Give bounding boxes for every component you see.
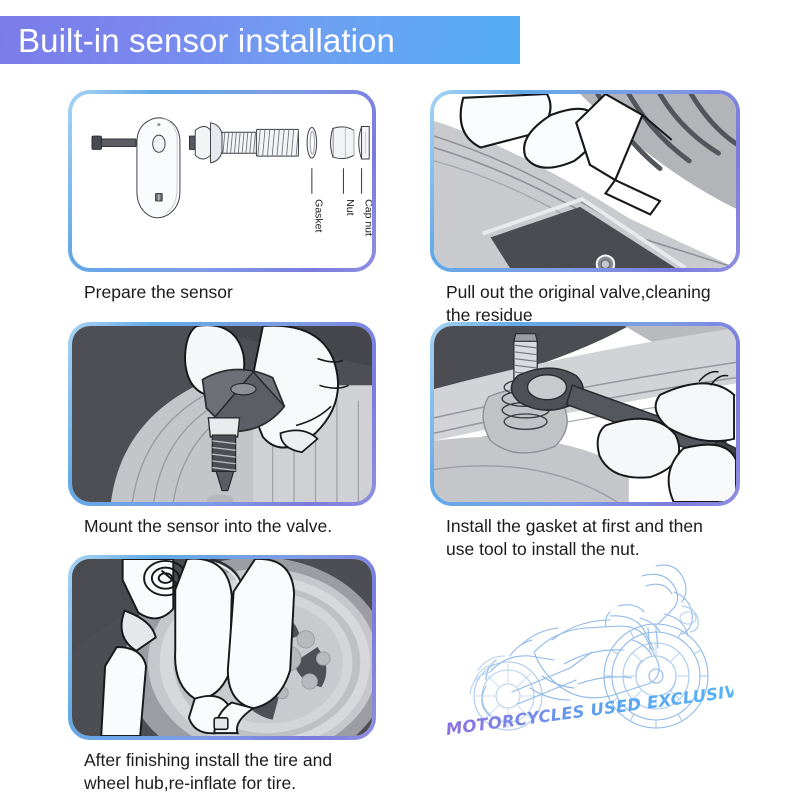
step-2-image-panel bbox=[430, 90, 740, 272]
hand-mounting-sensor-illustration bbox=[72, 326, 372, 502]
step-1-image-panel: Gasket Nut Cap nut bbox=[68, 90, 376, 272]
part-label-nut: Nut bbox=[344, 199, 356, 215]
motorcycle-promo: MOTORCYCLES USED EXCLUSIVELY bbox=[440, 552, 770, 782]
wrench-tightening-nut-illustration bbox=[434, 326, 736, 502]
step-3-image-panel bbox=[68, 322, 376, 506]
step-5-caption: After finishing install the tire and whe… bbox=[84, 750, 333, 794]
tire-valve-removal-illustration bbox=[434, 94, 736, 268]
motorcycle-line-sketch bbox=[469, 564, 709, 731]
step-1-caption: Prepare the sensor bbox=[84, 282, 233, 302]
step-2-caption: Pull out the original valve,cleaning the… bbox=[446, 282, 711, 326]
part-label-gasket: Gasket bbox=[313, 199, 325, 232]
step-1: Gasket Nut Cap nut Prepare the sensor bbox=[68, 90, 378, 304]
step-3: Mount the sensor into the valve. bbox=[68, 322, 378, 538]
exploded-sensor-parts-diagram: Gasket Nut Cap nut bbox=[91, 117, 372, 236]
reinflating-tire-illustration bbox=[72, 559, 372, 736]
step-5: After finishing install the tire and whe… bbox=[68, 555, 378, 795]
page-title: Built-in sensor installation bbox=[18, 21, 395, 59]
page-title-banner: Built-in sensor installation bbox=[0, 16, 520, 64]
part-label-cap-nut: Cap nut bbox=[362, 199, 372, 236]
step-4-image-panel bbox=[430, 322, 740, 506]
step-4-caption: Install the gasket at first and then use… bbox=[446, 516, 703, 560]
step-4: Install the gasket at first and then use… bbox=[430, 322, 742, 561]
step-3-caption: Mount the sensor into the valve. bbox=[84, 516, 333, 536]
step-2: Pull out the original valve,cleaning the… bbox=[430, 90, 742, 327]
step-5-image-panel bbox=[68, 555, 376, 740]
